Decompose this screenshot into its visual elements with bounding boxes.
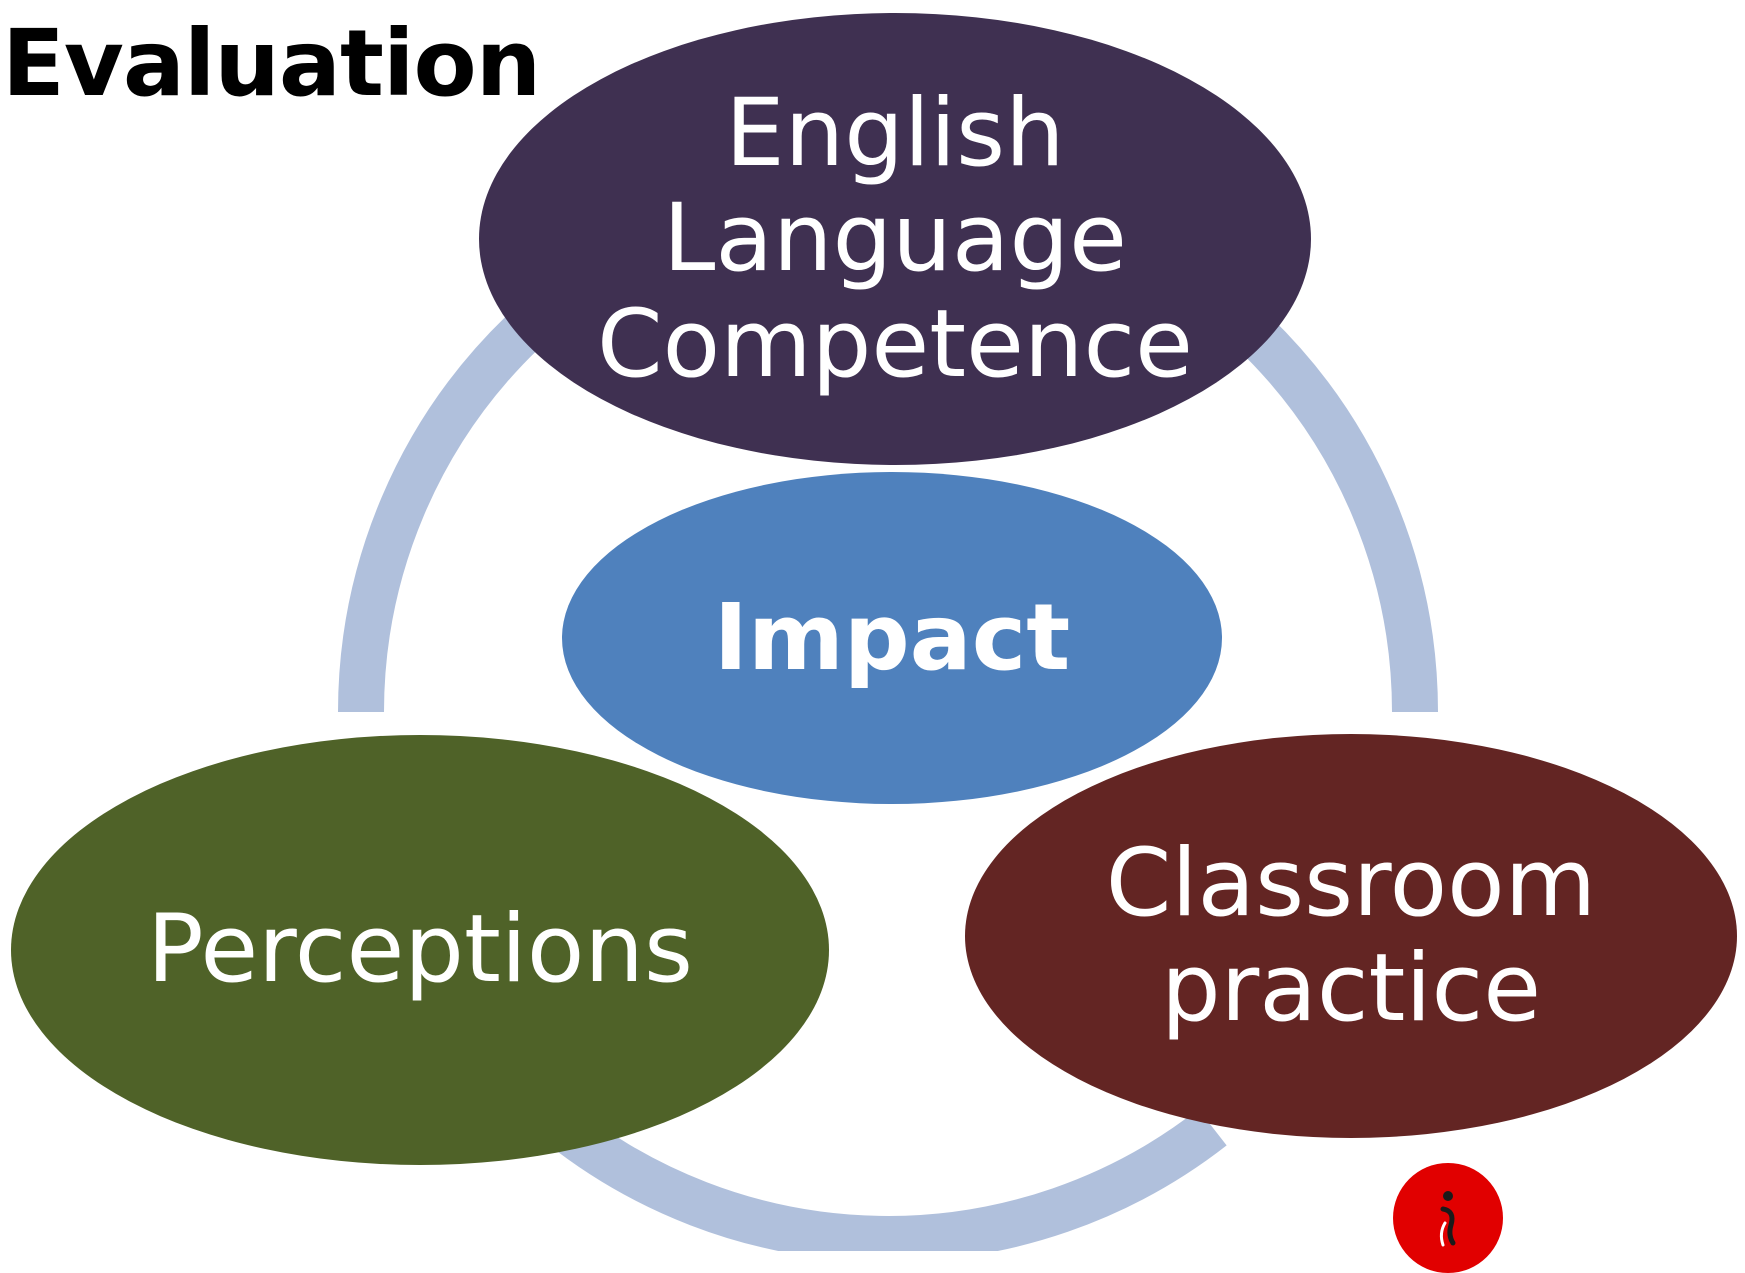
node-label-line: Competence (597, 289, 1193, 399)
node-english-language-competence: English Language Competence (479, 13, 1311, 465)
ring-arc-bottom (534, 1098, 1227, 1251)
node-perceptions: Perceptions (11, 735, 829, 1165)
page-title: Evaluation (2, 10, 541, 117)
node-label-line: Perceptions (147, 895, 693, 1005)
node-label-line: Classroom (1105, 828, 1597, 938)
ring-arc-right (1238, 316, 1438, 713)
node-label-line: Impact (713, 584, 1071, 692)
node-label-line: Language (663, 184, 1127, 294)
figure-icon (1439, 1191, 1456, 1247)
ring-arc-left (338, 316, 538, 713)
node-impact: Impact (562, 472, 1222, 804)
node-classroom-practice: Classroom practice (965, 734, 1737, 1138)
node-label-line: practice (1160, 934, 1542, 1043)
red-circle-logo (1393, 1163, 1503, 1273)
node-label-line: English (725, 79, 1065, 189)
